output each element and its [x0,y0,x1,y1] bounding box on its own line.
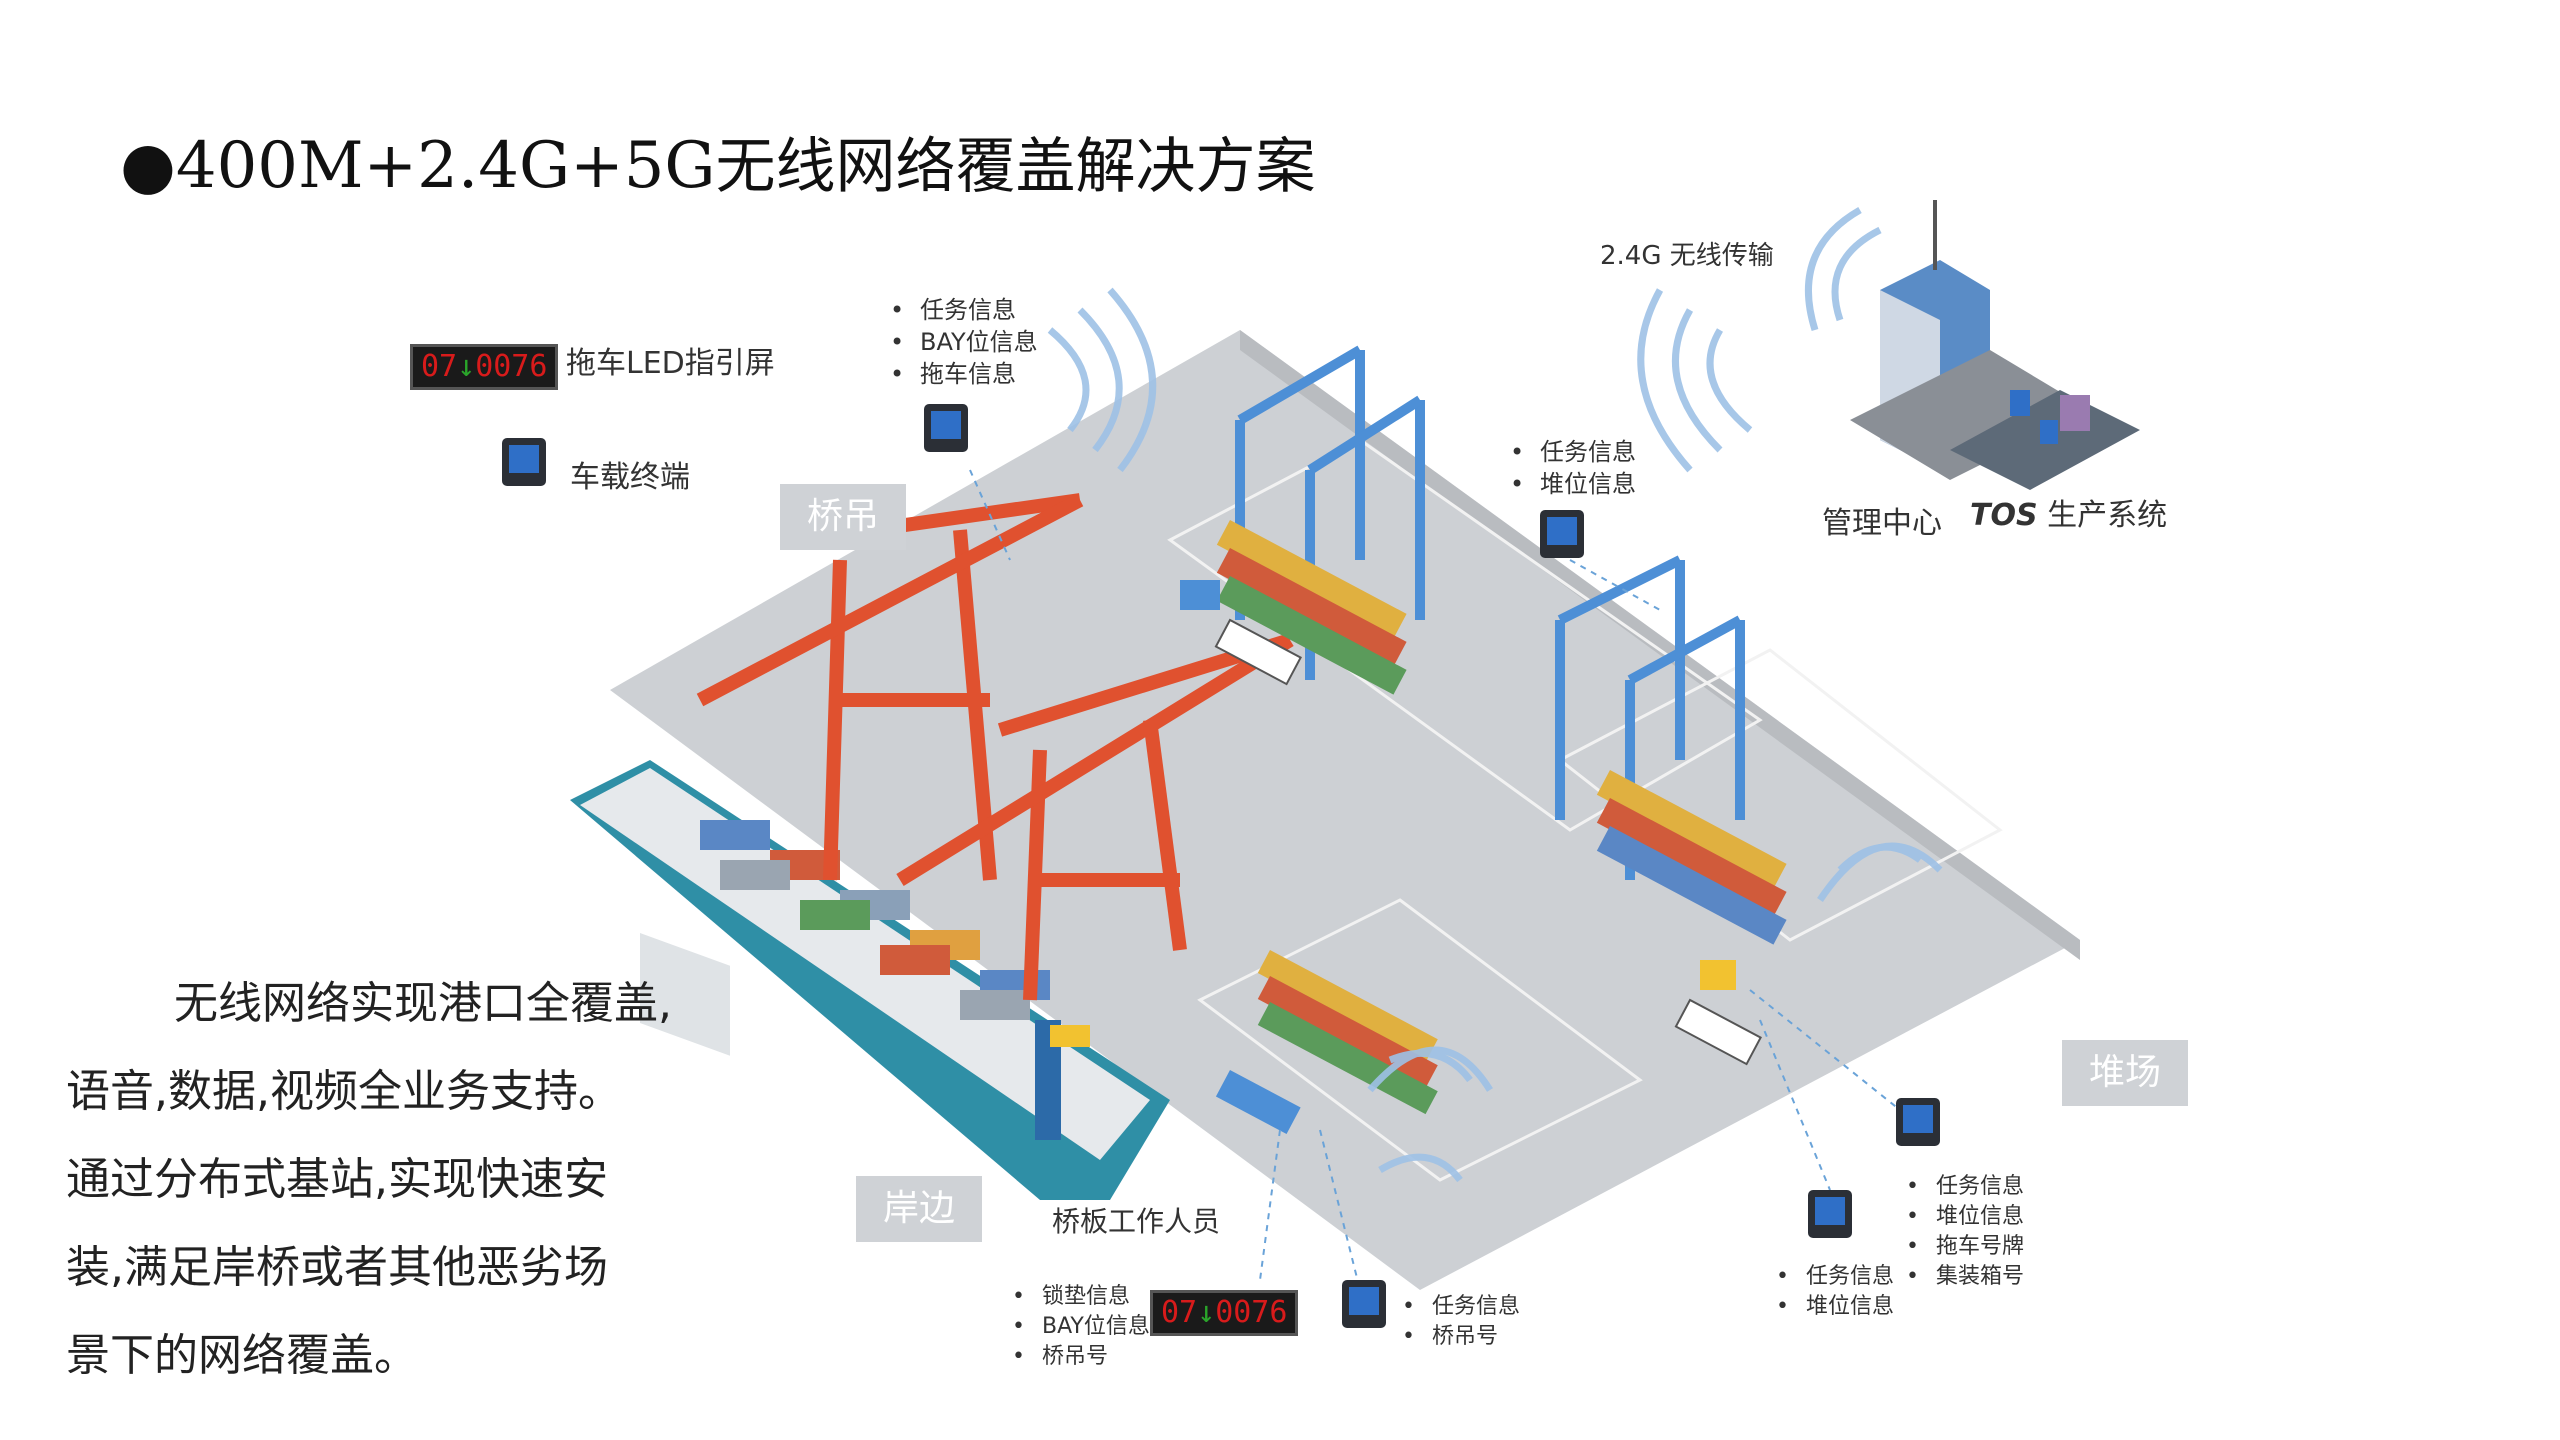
led-guide-screen-legend: 07↓0076 [410,344,559,390]
connection-lines [969,469,1901,1291]
led-code-left: 07 [421,349,458,384]
management-center-label: 管理中心 [1822,506,1942,541]
port-ground [610,330,2080,1290]
led-guide-screen-label: 拖车LED指引屏 [566,346,775,381]
truck-2 [1215,1070,1301,1135]
led-arrow: ↓ [1197,1295,1216,1330]
info-item: 拖车号牌 [1906,1232,2024,1262]
bridge-worker-figure [1035,1020,1090,1140]
zone-label-yard: 堆场 [2062,1040,2188,1106]
management-building [1850,200,2090,480]
paragraph-line: 语音,数据,视频全业务支持。 [66,1066,622,1117]
yard-containers-2 [1596,770,1787,945]
title-prefix: 400M+2.4G+5G [175,129,716,203]
truck-1 [1214,618,1302,686]
info-item: 堆位信息 [1776,1292,1894,1322]
paragraph-line: 通过分布式基站,实现快速安 [66,1154,608,1205]
truck-3 [1674,998,1762,1066]
vehicle-terminal-label: 车载终端 [570,460,690,495]
info-item: 拖车信息 [890,358,1038,390]
forklift-2 [1180,580,1220,610]
yard-area [1167,438,1763,832]
info-item: BAY位信息 [890,326,1038,358]
info-item: 任务信息 [1776,1262,1894,1292]
bottom-center-terminal-icon [1342,1280,1386,1328]
info-item: 任务信息 [1906,1172,2024,1202]
zone-label-shore: 岸边 [856,1176,982,1242]
bottom-right-info-a: 任务信息 堆位信息 [1776,1262,1894,1322]
info-item: 堆位信息 [1906,1202,2024,1232]
info-item: BAY位信息 [1012,1312,1150,1342]
tos-label: 生产系统 [2047,498,2168,533]
vehicle-terminal-icon [502,438,546,486]
page-title: ●400M+2.4G+5G无线网络覆盖解决方案 [120,128,1316,205]
yard-containers-1 [1216,519,1407,695]
bottom-right-terminal-icon-a [1808,1190,1852,1238]
top-terminal-icon [924,404,968,452]
bottom-center-info: 任务信息 桥吊号 [1402,1292,1520,1352]
description-paragraph: 无线网络实现港口全覆盖, 语音,数据,视频全业务支持。 通过分布式基站,实现快速… [66,960,746,1400]
bridge-worker-label: 桥板工作人员 [1052,1205,1221,1238]
wireless-transmission-label: 2.4G 无线传输 [1600,241,1774,271]
info-item: 任务信息 [1510,436,1636,468]
paragraph-line: 无线网络实现港口全覆盖, [174,978,672,1029]
info-item: 任务信息 [1402,1292,1520,1322]
yard-crane-info: 任务信息 堆位信息 [1510,436,1636,500]
info-item: 锁垫信息 [1012,1282,1150,1312]
led-code-left: 07 [1161,1295,1198,1330]
tos-brand: TOS [1970,498,2038,533]
bottom-led-screen: 07↓0076 [1150,1290,1299,1336]
forklift [1700,960,1736,990]
yard-crane-terminal-icon [1540,510,1584,558]
paragraph-line: 装,满足岸桥或者其他恶劣场 [66,1242,608,1293]
info-item: 集装箱号 [1906,1262,2024,1292]
led-arrow: ↓ [457,349,476,384]
title-bullet: ● [120,129,176,203]
zone-label-crane: 桥吊 [780,484,906,550]
info-item: 桥吊号 [1012,1342,1150,1372]
led-code-right: 0076 [1215,1295,1288,1330]
wireless-signal-arcs [1047,206,1943,1183]
info-item: 任务信息 [890,294,1038,326]
info-item: 桥吊号 [1402,1322,1520,1352]
info-item: 堆位信息 [1510,468,1636,500]
led-code-right: 0076 [475,349,548,384]
top-terminal-info: 任务信息 BAY位信息 拖车信息 [890,294,1038,390]
bottom-right-terminal-icon-b [1896,1098,1940,1146]
bottom-left-info: 锁垫信息 BAY位信息 桥吊号 [1012,1282,1150,1372]
bottom-right-info-b: 任务信息 堆位信息 拖车号牌 集装箱号 [1906,1172,2024,1292]
title-rest: 无线网络覆盖解决方案 [715,132,1316,202]
tos-servers [1950,390,2140,490]
tos-system-label: TOS 生产系统 [1970,500,2167,532]
paragraph-line: 景下的网络覆盖。 [66,1330,418,1381]
